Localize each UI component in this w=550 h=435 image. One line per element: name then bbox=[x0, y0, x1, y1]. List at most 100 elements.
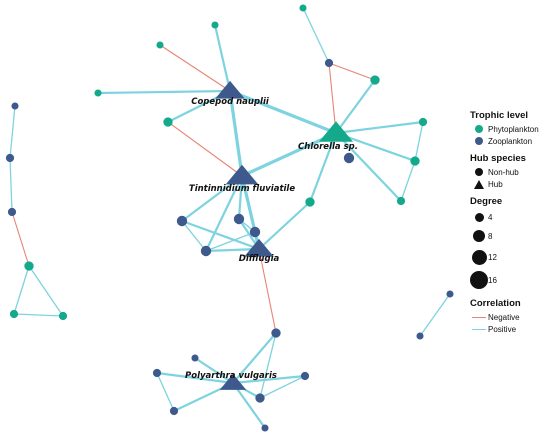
legend-zoo-label: Zooplankton bbox=[488, 136, 533, 146]
legend-degree-row-8: 8 bbox=[470, 226, 550, 246]
legend-nonhub-row: Non-hub bbox=[470, 166, 550, 178]
node-n_p1 bbox=[163, 117, 173, 127]
legend-negative-label: Negative bbox=[488, 312, 520, 322]
edge-positive-n_s4-n_s6 bbox=[259, 375, 306, 399]
edge-positive-n_z3-n_z5 bbox=[181, 220, 207, 252]
edge-positive-copepod-n_left1 bbox=[96, 89, 232, 95]
edge-positive-n_s7-polyarthra bbox=[231, 381, 267, 430]
hub-label-polyarthra: Polyarthra vulgaris bbox=[185, 371, 277, 381]
edge-positive-n_z5-difflugia bbox=[204, 247, 261, 253]
edge-positive-tintinnid-n_z5 bbox=[204, 174, 244, 253]
positive-line-swatch bbox=[470, 328, 488, 330]
legend-degree-4: 4 bbox=[488, 213, 493, 222]
hub-node-difflugia bbox=[244, 238, 274, 257]
edge-negative-difflugia-n_s1 bbox=[258, 248, 277, 334]
legend-positive-row: Positive bbox=[470, 323, 550, 335]
hub-node-copepod bbox=[215, 80, 245, 99]
node-n_p4 bbox=[410, 156, 420, 166]
node-n_e3 bbox=[7, 207, 17, 217]
legend-degree-title: Degree bbox=[470, 196, 503, 207]
legend-hub-row: Hub bbox=[470, 178, 550, 190]
degree-8-swatch bbox=[470, 230, 488, 242]
edge-positive-n_e2-n_e3 bbox=[9, 157, 13, 213]
edge-positive-chlorella-tintinnid bbox=[240, 131, 338, 178]
node-n_e5 bbox=[9, 309, 19, 319]
degree-4-swatch bbox=[470, 213, 488, 222]
legend-degree-8: 8 bbox=[488, 231, 493, 241]
edge-positive-n_p6-difflugia bbox=[257, 200, 312, 251]
edge-positive-n_s5-polyarthra bbox=[193, 356, 235, 385]
node-n_z6 bbox=[249, 226, 261, 238]
edge-positive-chlorella-n_p3 bbox=[334, 120, 425, 135]
triangle-icon bbox=[470, 179, 488, 189]
edge-negative-n_p1-tintinnid bbox=[167, 121, 243, 177]
node-n_s2 bbox=[152, 368, 162, 378]
zoo-swatch bbox=[470, 137, 488, 145]
edge-positive-chlorella-n_p6 bbox=[308, 131, 338, 204]
edge-negative-n_z1-chlorella bbox=[328, 62, 337, 134]
edge-positive-n_s2-polyarthra bbox=[155, 371, 235, 385]
edge-positive-n_r1-n_r2 bbox=[419, 293, 451, 337]
node-n_e2 bbox=[5, 153, 15, 163]
edge-positive-n_s4-polyarthra bbox=[231, 374, 307, 385]
negative-line-swatch bbox=[470, 316, 488, 318]
edge-positive-n_s2-n_s3 bbox=[156, 372, 175, 412]
edge-negative-n_z1-n_p2 bbox=[328, 62, 376, 81]
node-n_p6 bbox=[305, 197, 315, 207]
node-n_s3 bbox=[169, 406, 179, 416]
degree-16-swatch bbox=[470, 271, 488, 289]
legend-hub-label: Hub bbox=[488, 179, 503, 189]
hub-label-difflugia: Difflugia bbox=[239, 254, 280, 264]
node-n_s5 bbox=[191, 354, 199, 362]
edge-positive-n_z3-difflugia bbox=[180, 219, 261, 251]
edge-positive-n_s1-n_s6 bbox=[259, 332, 277, 399]
edge-negative-copepod-n_top1 bbox=[159, 44, 231, 92]
edge-negative-n_e3-n_e4 bbox=[11, 211, 30, 267]
legend-degree-16: 16 bbox=[488, 275, 497, 285]
legend-correlation-title: Correlation bbox=[470, 298, 521, 309]
legend: Trophic level Phytoplankton Zooplankton … bbox=[470, 110, 550, 335]
phyto-swatch bbox=[470, 125, 488, 133]
legend-degree-row-4: 4 bbox=[470, 209, 550, 226]
legend-trophic-title: Trophic level bbox=[470, 110, 529, 121]
legend-degree-row-12: 12 bbox=[470, 246, 550, 268]
node-n_e6 bbox=[58, 311, 68, 321]
edge-positive-chlorella-n_p5 bbox=[334, 131, 403, 203]
node-n_z1 bbox=[324, 58, 334, 68]
legend-degree-row-16: 16 bbox=[470, 268, 550, 292]
node-n_top3 bbox=[299, 4, 307, 12]
legend-positive-label: Positive bbox=[488, 324, 517, 334]
edge-positive-copepod-n_top2 bbox=[213, 23, 232, 93]
legend-nonhub-label: Non-hub bbox=[488, 167, 519, 177]
edge-positive-n_top3-n_z1 bbox=[302, 7, 330, 64]
hub-label-tintinnid: Tintinnidium fluviatile bbox=[189, 184, 295, 194]
node-n_z3 bbox=[176, 215, 188, 227]
hub-label-copepod: Copepod nauplii bbox=[191, 97, 270, 107]
legend-negative-row: Negative bbox=[470, 311, 550, 323]
edge-positive-copepod-tintinnid bbox=[228, 89, 244, 178]
node-n_s1 bbox=[271, 328, 281, 338]
node-n_e4 bbox=[24, 261, 34, 271]
legend-zoo-row: Zooplankton bbox=[470, 135, 550, 147]
hub-node-tintinnid bbox=[225, 164, 259, 185]
circle-icon bbox=[470, 168, 488, 176]
node-n_p3 bbox=[418, 117, 428, 127]
node-n_r1 bbox=[446, 290, 454, 298]
hub-label-chlorella: Chlorella sp. bbox=[298, 142, 358, 152]
node-n_top1 bbox=[156, 41, 164, 49]
legend-degree-12: 12 bbox=[488, 252, 497, 262]
edge-positive-n_p4-n_p5 bbox=[400, 160, 416, 202]
node-n_s4 bbox=[300, 371, 310, 381]
edge-positive-n_p3-n_p4 bbox=[414, 121, 424, 162]
edge-positive-n_e5-n_e6 bbox=[13, 313, 64, 317]
node-n_z2 bbox=[343, 152, 355, 164]
degree-12-swatch bbox=[470, 249, 488, 265]
edge-positive-n_e4-n_e5 bbox=[13, 265, 30, 315]
edge-positive-copepod-chlorella bbox=[228, 89, 338, 135]
node-n_p2 bbox=[370, 75, 380, 85]
hub-node-polyarthra bbox=[219, 373, 247, 390]
legend-hub-title: Hub species bbox=[470, 153, 526, 164]
node-n_p5 bbox=[396, 196, 406, 206]
